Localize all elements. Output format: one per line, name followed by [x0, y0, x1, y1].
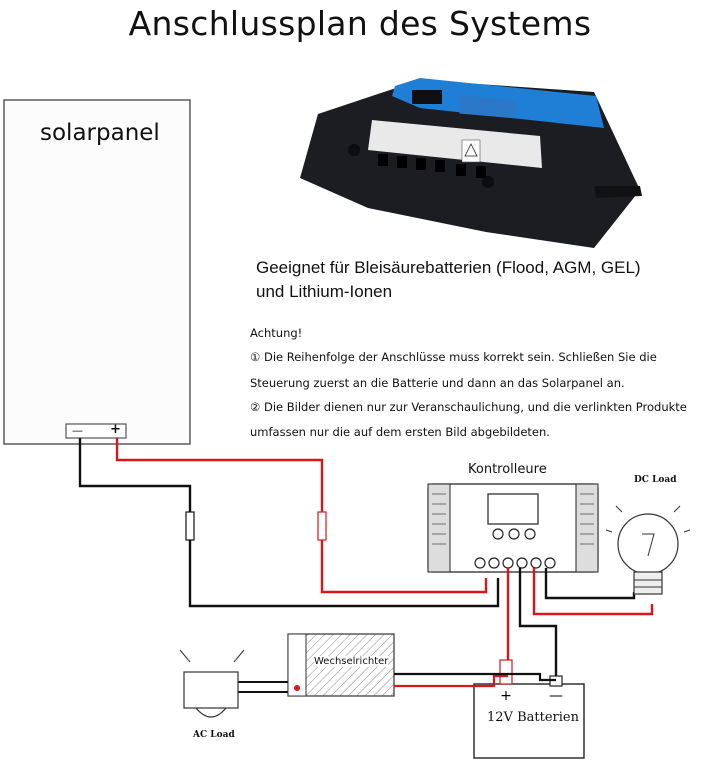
panel-junction-box: [65, 423, 127, 439]
page-title: Anschlussplan des Systems: [128, 4, 592, 43]
svg-text:—: —: [549, 688, 563, 704]
panel-minus-label: —: [72, 424, 83, 437]
panel-plus-label: +: [110, 422, 121, 437]
battery-icon: + —: [473, 659, 585, 759]
wire-load-negative: [544, 568, 636, 600]
ac-load-label: AC Load: [193, 730, 235, 740]
inverter-label: Wechselrichter: [314, 656, 389, 667]
wire-panel-negative: [78, 438, 500, 608]
wire-load-positive: [532, 568, 654, 616]
dc-load-bulb-icon: [605, 505, 691, 595]
svg-text:+: +: [500, 688, 512, 704]
solar-panel: [3, 99, 191, 445]
controller-label: Kontrolleure: [468, 462, 547, 477]
solar-panel-label: solarpanel: [40, 120, 160, 146]
battery-label: 12V Batterien: [487, 710, 579, 725]
wire-inverter-negative: [394, 672, 556, 682]
mc4-connector-negative: [185, 511, 195, 541]
controller-photo: [300, 78, 642, 248]
subtitle-line-2: und Lithium-Ionen: [256, 282, 393, 301]
note-heading: Achtung!: [250, 326, 303, 340]
ac-load-icon: [179, 649, 245, 718]
note-line: ② Die Bilder dienen nur zur Veranschauli…: [250, 400, 687, 414]
wire-inverter-positive: [394, 674, 508, 688]
note-line: Steuerung zuerst an die Batterie und dan…: [250, 376, 625, 390]
note-line: ① Die Reihenfolge der Anschlüsse muss ko…: [250, 350, 657, 364]
wire-battery-negative: [518, 568, 558, 680]
note-line: umfassen nur die auf dem ersten Bild abg…: [250, 425, 550, 439]
mc4-connector-positive: [317, 511, 327, 541]
controller-drawing: [427, 483, 599, 573]
dc-load-label: DC Load: [634, 475, 677, 485]
subtitle-line-1: Geeignet für Bleisäurebatterien (Flood, …: [256, 258, 641, 277]
